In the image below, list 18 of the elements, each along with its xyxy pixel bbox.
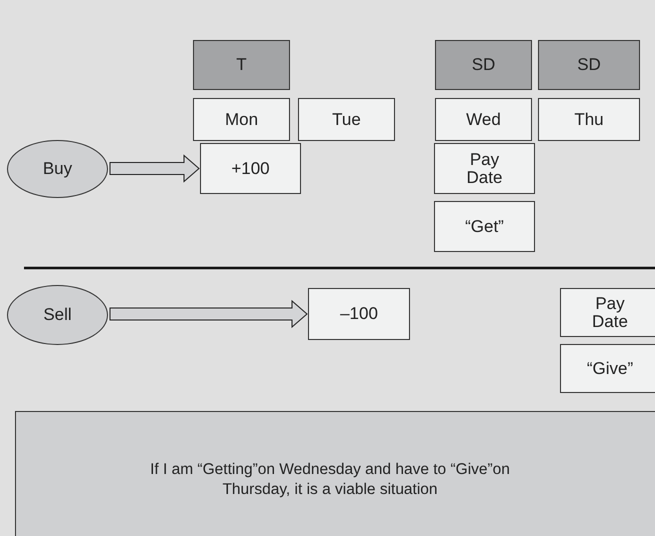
day-box: Thu [538, 98, 640, 141]
pay-date-box: Pay Date [434, 143, 535, 194]
action-ellipse: Sell [7, 285, 108, 345]
pay-date-box: Pay Date [560, 288, 655, 337]
block-arrow [110, 154, 200, 183]
day-box: Wed [435, 98, 532, 141]
day-box: Mon [193, 98, 290, 141]
give-box: “Give” [560, 344, 655, 393]
settlement-day-box: SD [538, 40, 640, 90]
settlement-day-box: SD [435, 40, 532, 90]
action-ellipse: Buy [7, 140, 108, 198]
trade-day-box: T [193, 40, 290, 90]
day-box: Tue [298, 98, 395, 141]
amount-box: –100 [308, 288, 410, 340]
block-arrow [110, 300, 308, 328]
note-box: If I am “Getting”on Wednesday and have to “Give”on Thursday, it is a viable situation [15, 411, 655, 536]
get-box: “Get” [434, 201, 535, 252]
amount-box: +100 [200, 143, 301, 194]
